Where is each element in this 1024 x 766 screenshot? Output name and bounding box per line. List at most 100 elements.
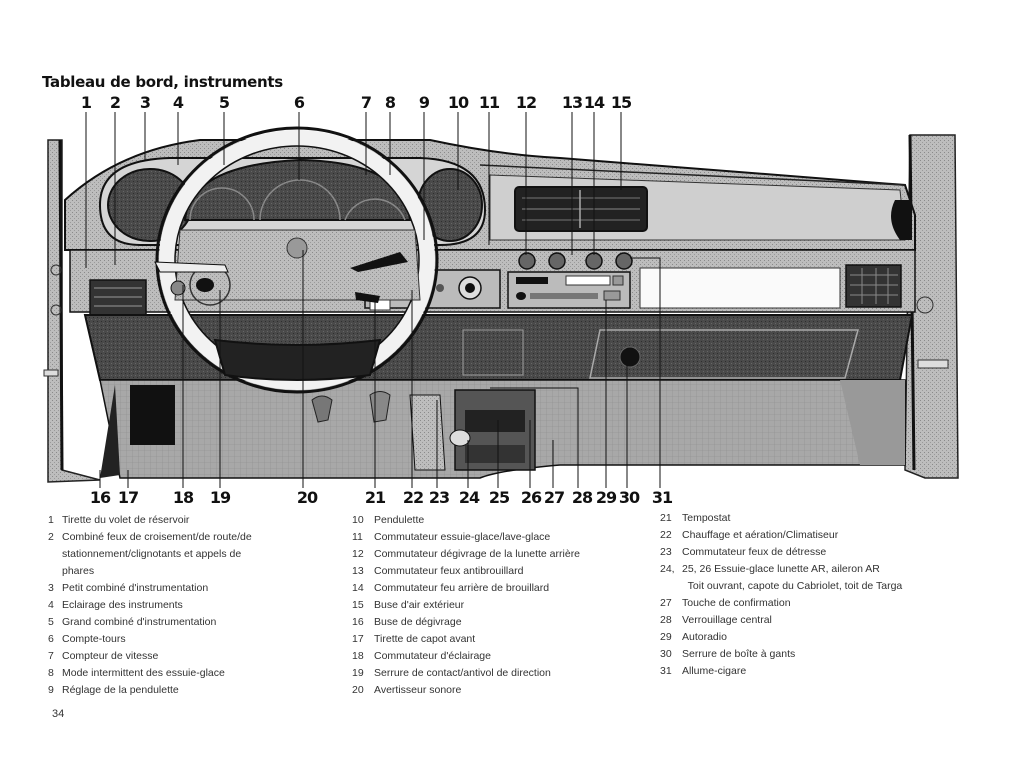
legend-number: 29 — [660, 631, 672, 643]
legend-number: 31 — [660, 665, 672, 677]
legend-text: Tirette du volet de réservoir — [62, 514, 190, 526]
legend-number: 14 — [352, 582, 364, 594]
callout-number: 28 — [571, 488, 593, 507]
legend-text: Allume-cigare — [682, 665, 747, 677]
legend-item: 11 Commutateur essuie-glace/lave-glace — [352, 529, 580, 546]
legend-item: 4 Eclairage des instruments — [48, 597, 252, 614]
legend-item: phares — [48, 563, 252, 580]
callout-number: 4 — [172, 93, 184, 112]
callout-number: 27 — [543, 488, 565, 507]
callout-number: 2 — [109, 93, 121, 112]
legend-text: Commutateur essuie-glace/lave-glace — [374, 531, 551, 543]
legend-number: 18 — [352, 650, 364, 662]
callout-number: 18 — [172, 488, 194, 507]
legend-text: Réglage de la pendulette — [62, 684, 179, 696]
legend-number — [660, 578, 682, 595]
callout-number: 14 — [583, 93, 605, 112]
callout-number: 6 — [293, 93, 305, 112]
callout-number: 9 — [418, 93, 430, 112]
legend-number: 2 — [48, 531, 54, 543]
callout-number: 22 — [402, 488, 424, 507]
callout-number: 20 — [296, 488, 318, 507]
leader-lines-top — [85, 112, 661, 488]
legend-item: 16 Buse de dégivrage — [352, 614, 580, 631]
legend-item: 24,25, 26 Essuie-glace lunette AR, ailer… — [660, 561, 902, 578]
page-number: 34 — [52, 708, 65, 720]
legend-number: 4 — [48, 599, 54, 611]
callout-number: 26 — [520, 488, 542, 507]
legend-text: Commutateur feux de détresse — [682, 546, 827, 558]
legend-text: Pendulette — [374, 514, 425, 526]
legend-number: 19 — [352, 667, 364, 679]
legend-text: Chauffage et aération/Climatiseur — [682, 529, 839, 541]
legend-text: 25, 26 Essuie-glace lunette AR, aileron … — [682, 563, 880, 575]
legend-number — [48, 546, 62, 563]
legend-number: 11 — [352, 531, 363, 543]
callout-number: 8 — [384, 93, 396, 112]
radio-unit — [507, 271, 631, 309]
callout-number: 3 — [139, 93, 151, 112]
callout-number: 15 — [610, 93, 632, 112]
legend-text: Verrouillage central — [682, 614, 772, 626]
legend-item: 27 Touche de confirmation — [660, 595, 902, 612]
legend-text: Mode intermittent des essuie-glace — [62, 667, 225, 679]
legend-text: Touche de confirmation — [682, 597, 791, 609]
callout-number: 19 — [209, 488, 231, 507]
legend-number: 10 — [352, 514, 364, 526]
legend-text: Commutateur dégivrage de la lunette arri… — [374, 548, 581, 560]
legend-number: 27 — [660, 597, 672, 609]
legend-number: 21 — [660, 512, 672, 524]
legend-number: 23 — [660, 546, 672, 558]
callout-number: 5 — [218, 93, 230, 112]
legend-text: Avertisseur sonore — [374, 684, 462, 696]
legend-number: 16 — [352, 616, 364, 628]
legend-item: 30 Serrure de boîte à gants — [660, 646, 902, 663]
legend-text: Combiné feux de croisement/de route/de — [62, 531, 252, 543]
callout-number: 30 — [618, 488, 640, 507]
legend-item: 10 Pendulette — [352, 512, 580, 529]
legend-text: Serrure de boîte à gants — [682, 648, 796, 660]
legend-text: Commutateur d'éclairage — [374, 650, 491, 662]
callout-number: 24 — [458, 488, 480, 507]
legend-number: 12 — [352, 548, 364, 560]
legend-number: 5 — [48, 616, 54, 628]
leader-lines-bottom — [99, 250, 628, 488]
legend-item: Toit ouvrant, capote du Cabriolet, toit … — [660, 578, 903, 595]
legend-text: Eclairage des instruments — [62, 599, 183, 611]
legend-number: 15 — [352, 599, 364, 611]
callout-number: 21 — [364, 488, 386, 507]
legend-number: 17 — [352, 633, 364, 645]
callout-number: 7 — [360, 93, 372, 112]
center-console — [409, 389, 536, 471]
left-door-pillar — [43, 139, 101, 483]
legend-number: 13 — [352, 565, 364, 577]
legend-text: Buse de dégivrage — [374, 616, 462, 628]
callout-number: 17 — [117, 488, 139, 507]
callout-number: 16 — [89, 488, 111, 507]
center-air-vent — [514, 186, 648, 232]
legend-number: 3 — [48, 582, 54, 594]
callout-number: 23 — [428, 488, 450, 507]
callout-number: 10 — [447, 93, 469, 112]
callout-number: 29 — [595, 488, 617, 507]
legend-number: 30 — [660, 648, 672, 660]
legend-item: 2 Combiné feux de croisement/de route/de — [48, 529, 252, 546]
steering-wheel — [154, 126, 439, 394]
callout-number: 13 — [561, 93, 583, 112]
legend-number: 6 — [48, 633, 54, 645]
legend-text: Autoradio — [682, 631, 727, 643]
legend-text: Tirette de capot avant — [374, 633, 476, 645]
